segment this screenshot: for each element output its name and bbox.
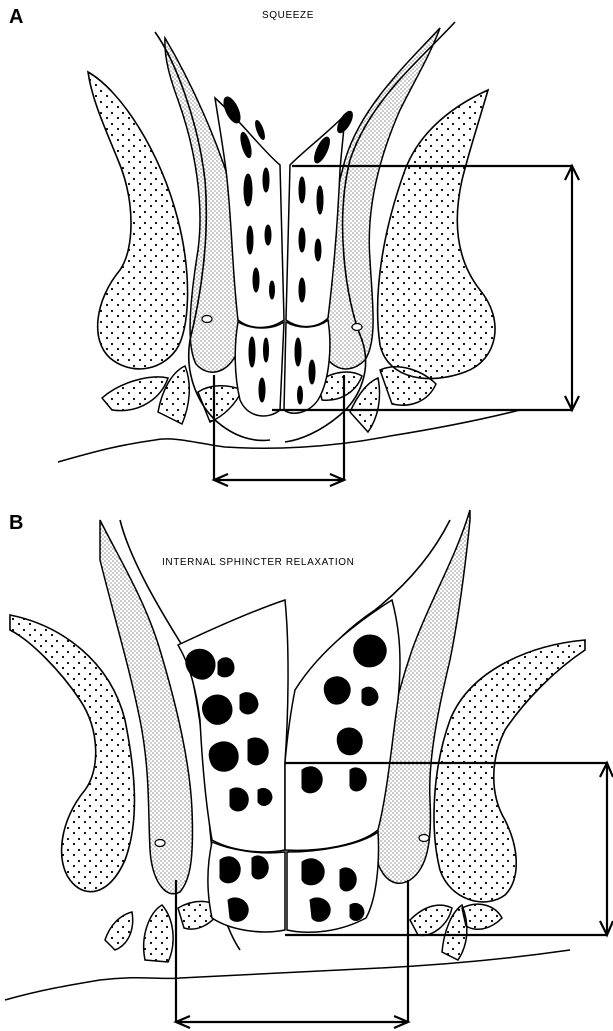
anal-gland-right xyxy=(419,835,429,842)
panel-b-letter: B xyxy=(9,512,23,535)
levator-ani-left xyxy=(88,72,188,369)
perineal-skin-line xyxy=(58,410,520,462)
levator-ani-right xyxy=(378,90,495,379)
anal-gland-left xyxy=(155,840,165,847)
anal-gland-left xyxy=(202,316,212,323)
panel-b-diagram xyxy=(5,510,613,1028)
levator-ani-left xyxy=(10,615,134,892)
external-sphincter-lobe xyxy=(102,377,168,411)
anal-canal-left-column xyxy=(178,600,288,852)
anal-canal-lower-left xyxy=(235,322,284,416)
anal-canal-lower-left xyxy=(208,842,285,932)
external-sphincter-lobe xyxy=(105,912,133,950)
panel-b-caption: INTERNAL SPHINCTER RELAXATION xyxy=(162,557,354,568)
panel-a-diagram xyxy=(58,22,579,486)
external-sphincter-lobe xyxy=(144,905,173,962)
panel-a-letter: A xyxy=(9,6,23,29)
perineal-skin-line xyxy=(5,950,570,1000)
anal-gland-right xyxy=(352,324,362,331)
external-sphincter-lobe xyxy=(198,386,242,422)
panel-a-caption: SQUEEZE xyxy=(262,10,314,21)
external-sphincter-lobe xyxy=(462,904,502,929)
external-sphincter-lobe xyxy=(158,366,189,424)
levator-ani-right xyxy=(434,640,585,902)
